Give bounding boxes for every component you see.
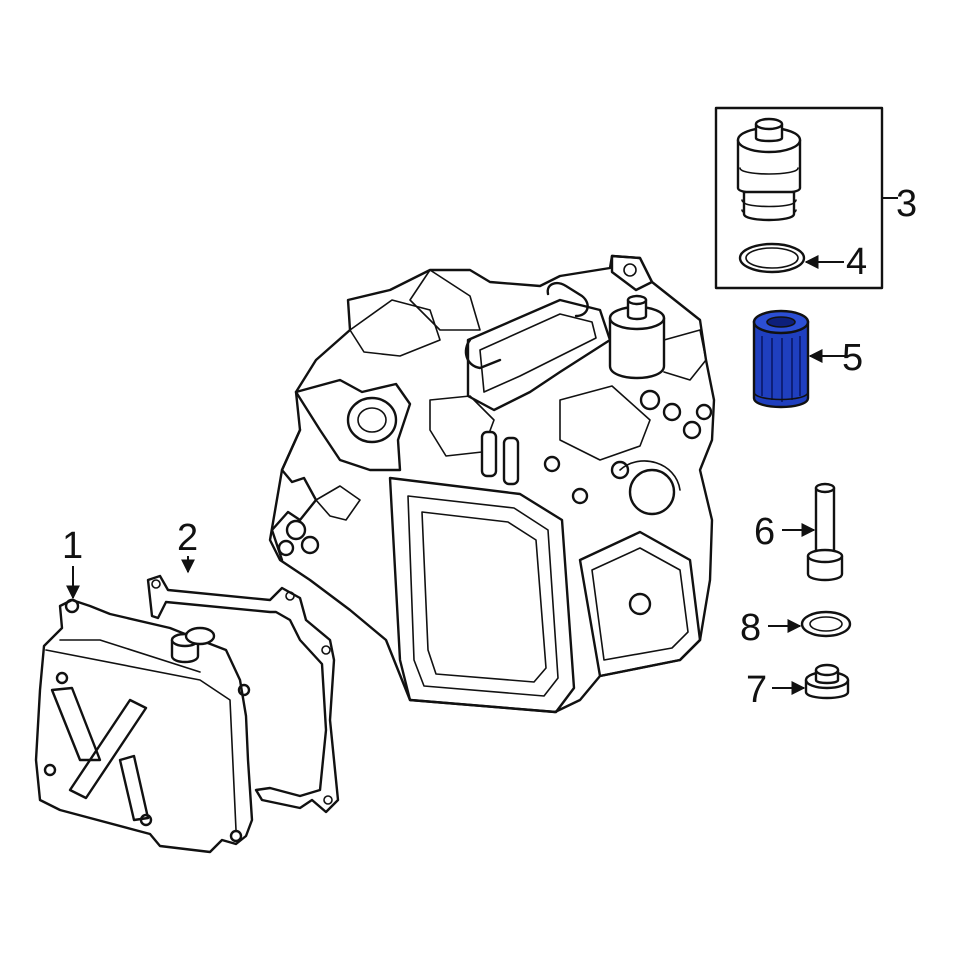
callout-1: 1 <box>62 525 83 567</box>
part-filter-cap[interactable] <box>736 117 802 222</box>
callout-7: 7 <box>746 669 767 711</box>
callout-6: 6 <box>754 511 775 553</box>
callout-8: 8 <box>740 607 761 649</box>
part-bolt[interactable] <box>806 482 844 582</box>
part-washer[interactable] <box>800 610 852 638</box>
transmission-housing <box>268 254 716 714</box>
part-oil-pan[interactable] <box>34 598 254 854</box>
callout-labels: 1 2 3 4 5 6 8 7 <box>62 183 917 711</box>
part-gasket[interactable] <box>146 574 340 814</box>
callout-2: 2 <box>177 517 198 559</box>
part-filter-highlighted[interactable] <box>752 309 810 409</box>
part-plug[interactable] <box>804 663 850 700</box>
leader-lines <box>66 197 898 695</box>
part-o-ring[interactable] <box>738 242 806 274</box>
callout-4: 4 <box>846 241 867 283</box>
callout-3: 3 <box>896 183 917 225</box>
callout-5: 5 <box>842 337 863 379</box>
